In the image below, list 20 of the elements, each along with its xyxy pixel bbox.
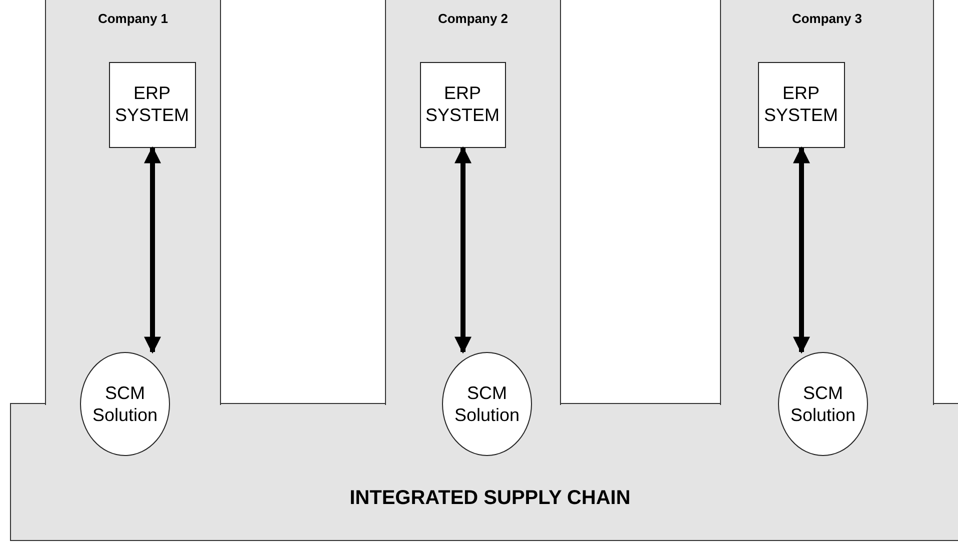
double-arrow	[454, 146, 472, 354]
company-label: Company 1	[96, 11, 170, 26]
double-arrow	[144, 146, 161, 354]
company-panel	[45, 0, 221, 405]
node-label: SCM Solution	[92, 382, 158, 426]
node-label: ERP SYSTEM	[114, 82, 190, 126]
company-label: Company 3	[790, 11, 864, 26]
band-label: INTEGRATED SUPPLY CHAIN	[350, 487, 630, 510]
company-label: Company 2	[436, 11, 510, 26]
company-panel	[720, 0, 934, 405]
erp-system-box	[758, 62, 844, 148]
erp-system-box	[108, 62, 196, 148]
supply-chain-band	[10, 403, 958, 541]
node-label: ERP SYSTEM	[424, 82, 500, 126]
node-label: ERP SYSTEM	[762, 82, 839, 126]
erp-system-box	[420, 62, 506, 148]
company-panel	[385, 0, 561, 405]
node-label: SCM Solution	[454, 382, 520, 426]
double-arrow	[793, 146, 810, 354]
node-label: SCM Solution	[790, 382, 856, 426]
